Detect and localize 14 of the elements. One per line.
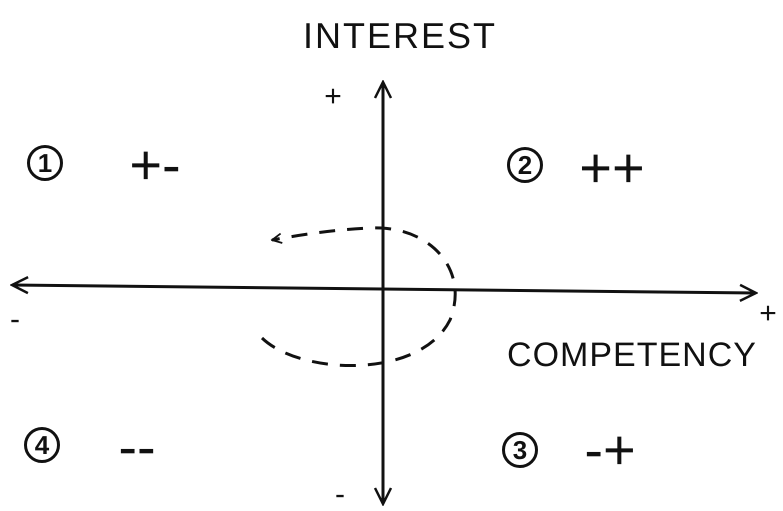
circled-number: 4 [24, 427, 60, 463]
axis-sign: + [324, 82, 342, 112]
axis-sign: - [10, 305, 20, 335]
axis-label: COMPETENCY [507, 338, 757, 372]
circled-number: 2 [507, 147, 543, 183]
axis-label: INTEREST [303, 18, 497, 54]
quadrant-sign: ++ [579, 140, 645, 196]
axis-sign: + [759, 299, 777, 329]
axis-sign: - [335, 480, 345, 510]
circled-number: 1 [27, 145, 63, 181]
quadrant-sign: -- [118, 419, 156, 475]
quadrant-sign: +- [129, 137, 181, 193]
circled-number: 3 [502, 432, 538, 468]
quadrant-sign: -+ [584, 422, 636, 478]
